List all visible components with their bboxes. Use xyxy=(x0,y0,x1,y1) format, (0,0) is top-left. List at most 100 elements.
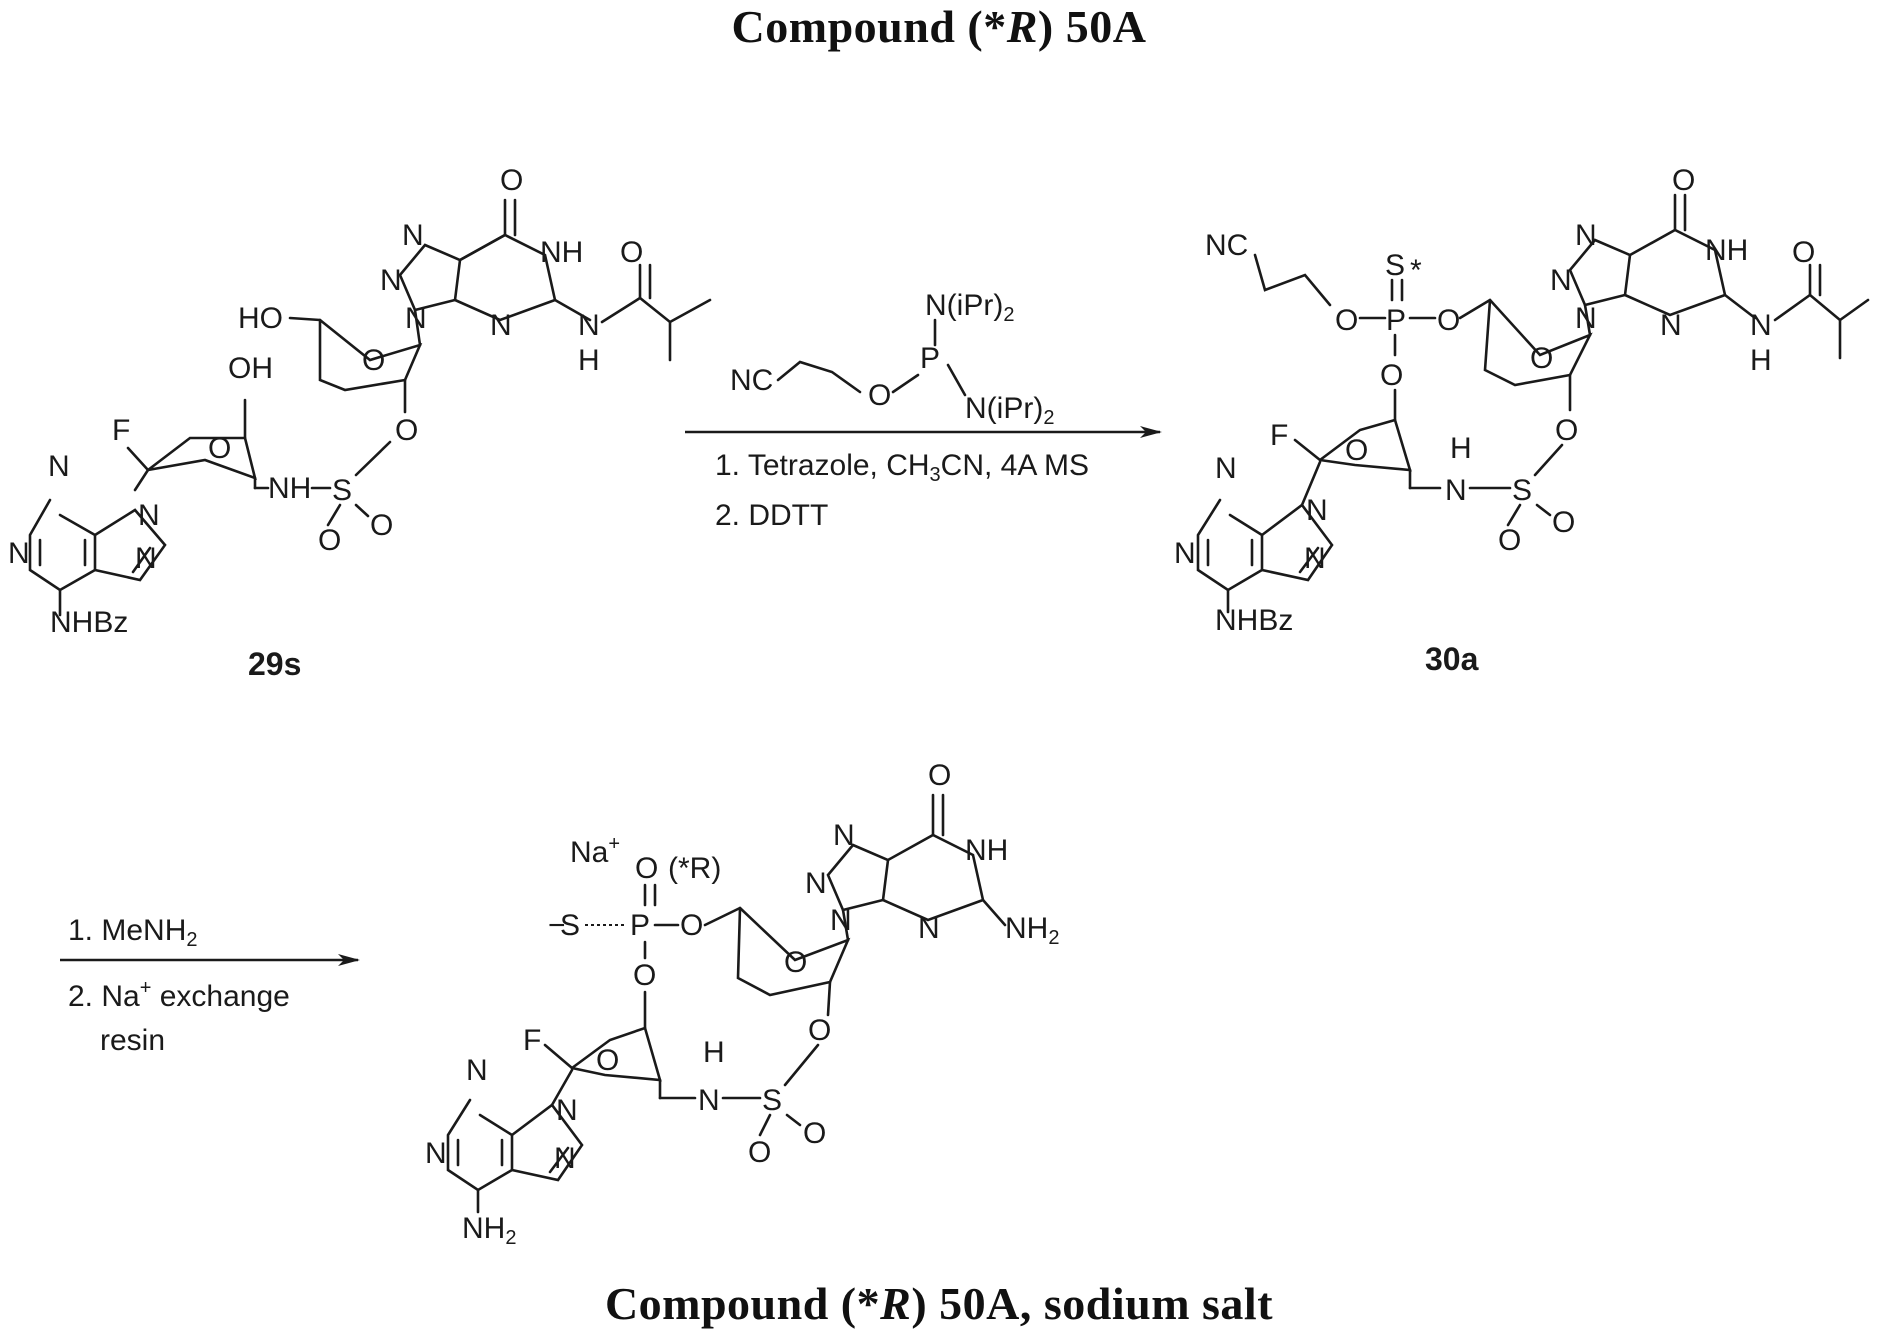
sodium-ion: Na+ xyxy=(570,833,620,869)
atom-N: N xyxy=(48,450,70,483)
atom-O: O xyxy=(318,524,341,557)
atom-NH2-bottom: NH2 xyxy=(462,1212,516,1249)
atom-HO: HO xyxy=(238,302,283,335)
atom-O: O xyxy=(1345,434,1368,467)
atom-O: O xyxy=(500,164,523,197)
phosphoramidite-reagent: NC O P N(iPr)2 N(iPr)2 xyxy=(730,289,1054,429)
step2: 1. MeNH2 2. Na+ exchange resin xyxy=(60,914,358,1057)
atom-O: O xyxy=(1380,359,1403,392)
atom-O: O xyxy=(1437,304,1460,337)
atom-O: O xyxy=(370,509,393,542)
atom-O: O xyxy=(784,946,807,979)
atom-F: F xyxy=(112,414,130,447)
triazole-ring-29s xyxy=(400,245,460,310)
atom-N: N xyxy=(1660,309,1682,342)
atom-NC: NC xyxy=(730,364,773,397)
atom-O: O xyxy=(680,909,703,942)
atom-F: F xyxy=(523,1024,541,1057)
atom-O: O xyxy=(808,1014,831,1047)
atom-NH: NH xyxy=(268,472,311,505)
atom-N: N xyxy=(1215,452,1237,485)
atom-O: O xyxy=(620,236,643,269)
atom-NC: NC xyxy=(1205,229,1248,262)
atom-O: O xyxy=(395,414,418,447)
atom-N: N xyxy=(135,542,157,575)
compound-30a: NC O P S * O O F O H N S xyxy=(1174,164,1868,677)
atom-O: O xyxy=(635,852,658,885)
compound-label-29s: 29s xyxy=(248,646,301,682)
atom-N: N xyxy=(1575,302,1597,335)
atom-N: N xyxy=(425,1137,447,1170)
atom-F: F xyxy=(1270,419,1288,452)
atom-P: P xyxy=(630,909,650,942)
atom-N: N xyxy=(1750,309,1772,342)
atom-N: N xyxy=(578,309,600,342)
atom-N: N xyxy=(8,537,30,570)
atom-N: N xyxy=(1306,494,1328,527)
atom-N: N xyxy=(698,1084,720,1117)
atom-O: O xyxy=(1498,524,1521,557)
atom-O: O xyxy=(748,1136,771,1169)
atom-NHBz: NHBz xyxy=(1215,604,1293,637)
atom-N: N xyxy=(138,499,160,532)
atom-N: N xyxy=(490,309,512,342)
atom-P: P xyxy=(1386,304,1406,337)
step2-line3: resin xyxy=(100,1024,165,1057)
atom-O: O xyxy=(1552,506,1575,539)
atom-O: O xyxy=(1530,342,1553,375)
atom-N: N xyxy=(405,302,427,335)
atom-NH: NH xyxy=(965,834,1008,867)
atom-N: N xyxy=(1445,474,1467,507)
compound-29s: N N N N NHBz F O OH NH xyxy=(8,164,710,682)
reagent-n-bottom: N(iPr)2 xyxy=(965,392,1054,429)
atom-N: N xyxy=(830,904,852,937)
atom-N: N xyxy=(466,1054,488,1087)
step1-line2: 2. DDTT xyxy=(715,499,828,532)
base-29s: O NH N N N N N H O xyxy=(380,164,710,377)
atom-N: N xyxy=(380,264,402,297)
step2-line2: 2. Na+ exchange xyxy=(68,977,290,1013)
atom-NHBz: NHBz xyxy=(50,606,128,639)
atom-N: N xyxy=(1304,542,1326,575)
atom-N: N xyxy=(833,819,855,852)
product-compound: Na+ O (*R) − S P O O F O H N S xyxy=(425,759,1059,1249)
atom-N: N xyxy=(554,1142,576,1175)
atom-O: O xyxy=(868,379,891,412)
atom-O: O xyxy=(596,1044,619,1077)
sugar-left-29s: F O OH NH xyxy=(112,352,311,505)
atom-H: H xyxy=(1450,432,1472,465)
atom-S: S xyxy=(560,909,580,942)
atom-O: O xyxy=(1672,164,1695,197)
atom-NH: NH xyxy=(540,236,583,269)
atom-O: O xyxy=(633,959,656,992)
atom-N: N xyxy=(1174,537,1196,570)
reagent-n-top: N(iPr)2 xyxy=(925,289,1014,326)
atom-N: N xyxy=(1550,264,1572,297)
atom-S: S xyxy=(1385,249,1405,282)
atom-O: O xyxy=(1792,236,1815,269)
stereo-star: * xyxy=(1410,254,1422,287)
atom-O: O xyxy=(803,1117,826,1150)
atom-NH: NH xyxy=(1705,234,1748,267)
sulfonyl-29s: S O O O xyxy=(312,414,418,557)
atom-O: O xyxy=(1335,304,1358,337)
atom-N: N xyxy=(556,1094,578,1127)
step1: NC O P N(iPr)2 N(iPr)2 1. Tetrazole, CH3… xyxy=(685,289,1160,532)
atom-O: O xyxy=(362,344,385,377)
atom-N: N xyxy=(1575,219,1597,252)
atom-N: N xyxy=(918,912,940,945)
step1-line1: 1. Tetrazole, CH3CN, 4A MS xyxy=(715,449,1089,486)
atom-S: S xyxy=(1512,474,1532,507)
atom-N: N xyxy=(805,867,827,900)
atom-O: O xyxy=(928,759,951,792)
atom-H: H xyxy=(578,344,600,377)
atom-H: H xyxy=(1750,344,1772,377)
atom-NH2: NH2 xyxy=(1005,912,1059,949)
atom-O: O xyxy=(208,432,231,465)
compound-label-30a: 30a xyxy=(1425,641,1479,677)
step2-line1: 1. MeNH2 xyxy=(68,914,197,951)
atom-N: N xyxy=(402,219,424,252)
stereo-label: (*R) xyxy=(668,852,721,885)
